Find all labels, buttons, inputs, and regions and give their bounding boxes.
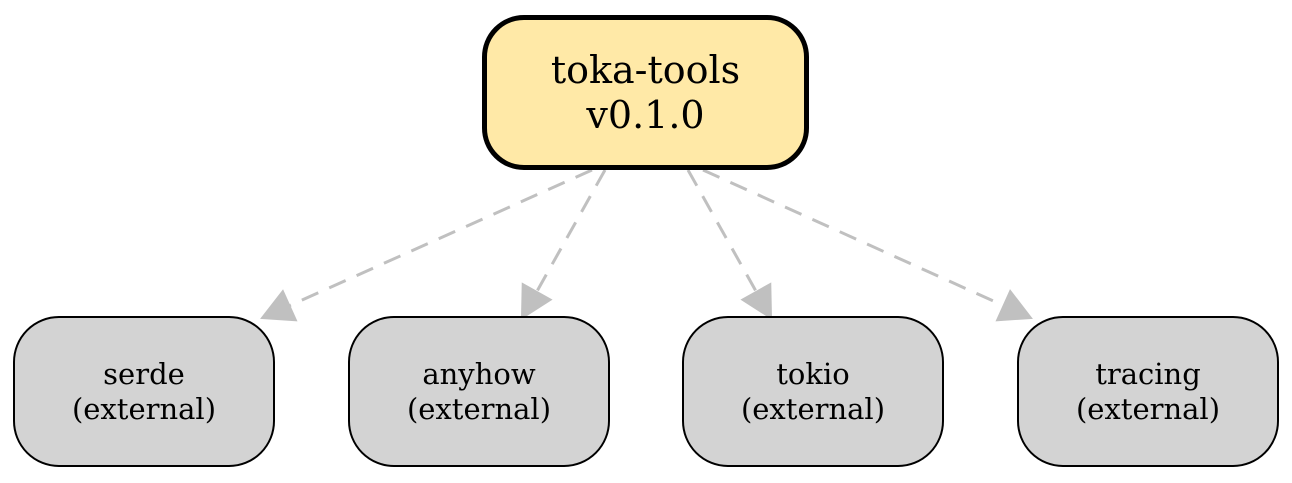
dependency-node-anyhow: anyhow (external) bbox=[348, 316, 610, 467]
dependency-name: serde bbox=[103, 357, 185, 392]
edge-tracing-arrowhead bbox=[995, 289, 1033, 322]
edge-anyhow-line bbox=[535, 169, 607, 293]
dependency-kind: (external) bbox=[71, 391, 217, 426]
root-name: toka-tools bbox=[550, 47, 741, 92]
root-version: v0.1.0 bbox=[586, 92, 705, 137]
edge-serde-arrowhead bbox=[260, 289, 298, 322]
edge-tracing-line bbox=[702, 168, 1005, 308]
dependency-name: anyhow bbox=[422, 357, 536, 392]
edge-tokio-line bbox=[686, 169, 758, 293]
edge-anyhow-arrowhead bbox=[520, 282, 553, 320]
dependency-kind: (external) bbox=[1075, 391, 1221, 426]
dependency-node-tokio: tokio (external) bbox=[682, 316, 944, 467]
root-node: toka-tools v0.1.0 bbox=[482, 15, 809, 170]
edge-serde-line bbox=[288, 168, 593, 308]
dependency-node-serde: serde (external) bbox=[13, 316, 275, 467]
dependency-name: tokio bbox=[776, 357, 850, 392]
dependency-kind: (external) bbox=[740, 391, 886, 426]
edge-tokio-arrowhead bbox=[740, 282, 773, 320]
dependency-name: tracing bbox=[1095, 357, 1201, 392]
dependency-kind: (external) bbox=[406, 391, 552, 426]
dependency-node-tracing: tracing (external) bbox=[1017, 316, 1279, 467]
